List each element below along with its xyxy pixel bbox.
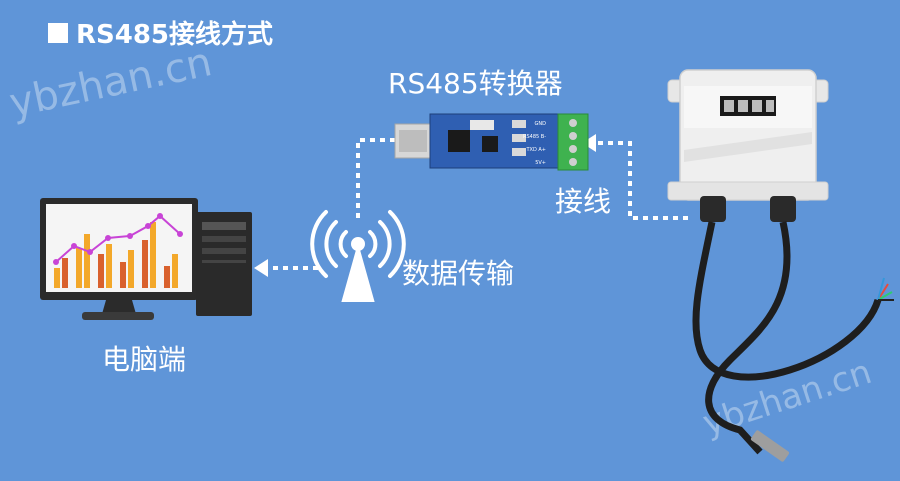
- transmitter-box-icon: [667, 69, 894, 462]
- desktop-computer-icon: [40, 198, 252, 320]
- terminal-label-a: TXD A+: [525, 147, 546, 153]
- usb-rs485-converter-icon: GND RS485 B- TXD A+ 5V+: [394, 113, 589, 171]
- antenna-tower-icon: [310, 210, 406, 302]
- title-bullet-icon: [48, 22, 68, 43]
- terminal-label-gnd: GND: [535, 121, 547, 127]
- monitor-chart-bars: [54, 222, 178, 288]
- wiring-label: 接线: [555, 185, 612, 218]
- terminal-label-b: RS485 B-: [523, 134, 546, 140]
- converter-label: RS485转换器: [388, 67, 563, 100]
- terminal-label-5v: 5V+: [535, 160, 546, 166]
- title-text: RS485接线方式: [76, 20, 274, 50]
- connector-antenna-to-computer: [254, 259, 318, 277]
- connector-sensor-to-converter: [582, 134, 688, 220]
- transmission-label: 数据传输: [402, 257, 515, 290]
- computer-label: 电脑端: [102, 343, 187, 376]
- connector-converter-to-antenna: [356, 138, 395, 220]
- page-title: RS485接线方式: [48, 14, 273, 51]
